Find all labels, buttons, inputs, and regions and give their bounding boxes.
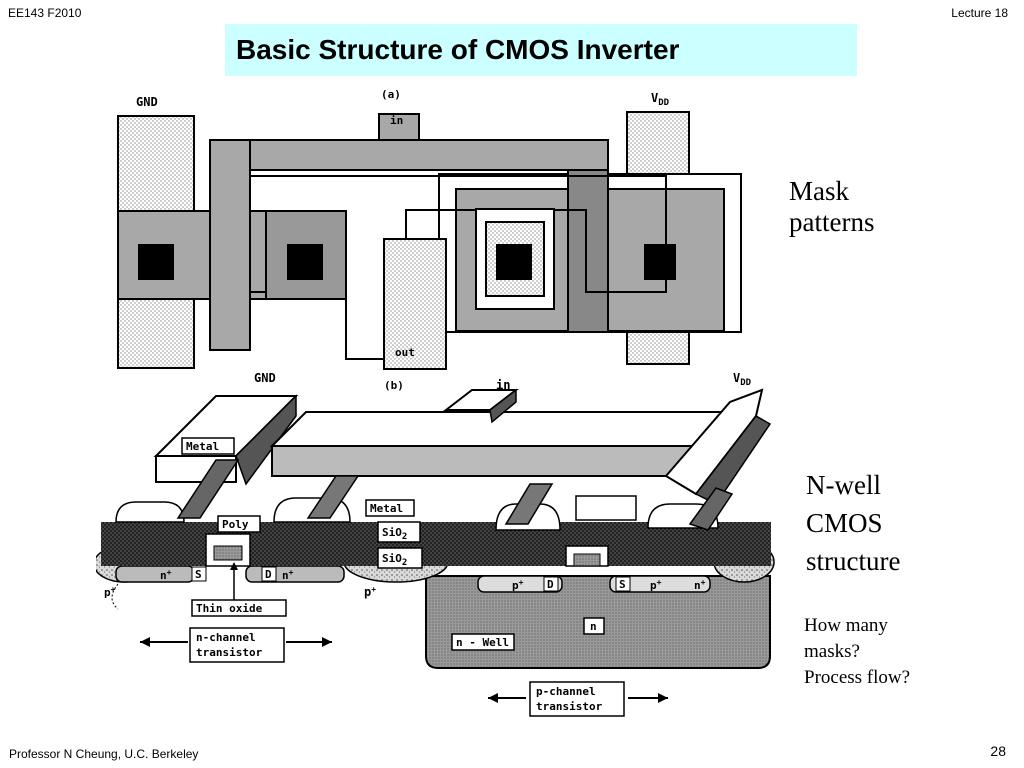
mask-layout: (a) GND VDD in out bbox=[117, 88, 742, 370]
pch-tag bbox=[529, 681, 625, 717]
cross-section: GND (b) in VDD bbox=[96, 371, 775, 717]
source-label: S bbox=[195, 568, 202, 581]
label-a: (a) bbox=[381, 88, 401, 101]
p-drain-via bbox=[504, 483, 554, 525]
sio2-top-label: SiO2 bbox=[382, 526, 407, 542]
gate-contact-pad bbox=[575, 495, 637, 521]
poly-bar bbox=[209, 139, 609, 171]
nch-arrowhead-left bbox=[140, 637, 150, 647]
p-drain-tag bbox=[543, 576, 559, 592]
bottom-vdd-label: VDD bbox=[733, 371, 752, 388]
drain-tag bbox=[261, 566, 277, 582]
pch-line1: p-channel bbox=[536, 685, 596, 698]
metal-out-front bbox=[271, 445, 703, 477]
poly-right bbox=[567, 169, 609, 333]
top-gnd-label: GND bbox=[136, 95, 158, 109]
nwell-line-1: N-well bbox=[806, 470, 881, 500]
nch-line2: transistor bbox=[196, 646, 263, 659]
bottom-gnd-label: GND bbox=[254, 371, 276, 385]
out-metal bbox=[383, 238, 447, 370]
pch-line2: transistor bbox=[536, 700, 603, 713]
nwell-line-3: structure bbox=[806, 546, 901, 576]
poly-tag bbox=[217, 515, 261, 533]
pch-arrowhead-left bbox=[488, 693, 498, 703]
thin-oxide-arrow bbox=[230, 562, 238, 570]
thin-oxide-label: Thin oxide bbox=[196, 602, 263, 615]
p-drain-contact bbox=[496, 244, 532, 280]
p-plus-mid-label: p+ bbox=[364, 585, 376, 599]
top-in-label: in bbox=[390, 114, 403, 127]
n-plus-d-label: n+ bbox=[282, 568, 294, 582]
footer-author: Professor N Cheung, U.C. Berkeley bbox=[9, 747, 199, 761]
top-vdd-label: VDD bbox=[651, 91, 670, 108]
slide-title: Basic Structure of CMOS Inverter bbox=[236, 34, 680, 65]
questions-label: How many masks? Process flow? bbox=[804, 613, 964, 691]
label-b: (b) bbox=[384, 379, 404, 392]
n-region-label: n bbox=[590, 620, 597, 633]
question-line-2: masks? bbox=[804, 641, 860, 662]
vdd-metal-top bbox=[664, 388, 764, 496]
p-plus-d-label: p+ bbox=[512, 578, 524, 592]
cmos-inverter-figure: (a) GND VDD in out GND (b) bbox=[96, 88, 775, 717]
nch-line1: n-channel bbox=[196, 631, 256, 644]
n-plus-s-label: n+ bbox=[160, 568, 172, 582]
n-drain-via bbox=[306, 475, 360, 519]
gnd-via bbox=[176, 459, 240, 519]
nwell-structure-label: N-well CMOS structure bbox=[806, 466, 946, 580]
gnd-contact bbox=[138, 244, 174, 280]
metal-right-label: Metal bbox=[370, 502, 403, 515]
thin-oxide-tag bbox=[191, 599, 287, 617]
question-line-3: Process flow? bbox=[804, 667, 911, 688]
metal-right-tag bbox=[365, 499, 415, 517]
n-region-tag bbox=[583, 617, 605, 635]
p-source-tag bbox=[615, 576, 631, 592]
oxide-hump-1 bbox=[115, 501, 185, 523]
mask-line-1: Mask bbox=[789, 176, 849, 206]
gnd-metal-side bbox=[235, 394, 297, 486]
nwell-tag bbox=[451, 633, 515, 651]
mask-patterns-label: Mask patterns bbox=[789, 176, 919, 238]
nwell-label: n - Well bbox=[456, 636, 509, 649]
question-line-1: How many bbox=[804, 615, 888, 636]
sio2-bottom-label: SiO2 bbox=[382, 552, 407, 568]
metal-left-tag bbox=[181, 437, 235, 455]
vdd-via bbox=[688, 487, 734, 531]
title-banner bbox=[225, 24, 857, 76]
poly-in-side bbox=[489, 388, 517, 424]
n-plus-tap-label: n+ bbox=[694, 578, 706, 592]
bottom-in-label: in bbox=[496, 378, 510, 392]
pch-arrowhead-right bbox=[658, 693, 668, 703]
poly-label: Poly bbox=[222, 518, 249, 531]
course-code: EE143 F2010 bbox=[8, 6, 82, 20]
poly-left bbox=[209, 139, 251, 351]
sio2-bottom-tag bbox=[377, 547, 423, 569]
p-plus-s-label: p+ bbox=[650, 578, 662, 592]
n-plus-drain bbox=[245, 565, 345, 583]
source-tag bbox=[191, 566, 207, 582]
metal-out-top bbox=[269, 411, 739, 447]
p-plus-edge-label: p+ bbox=[104, 585, 116, 599]
nch-arrowhead-right bbox=[322, 637, 332, 647]
n-drain-contact bbox=[287, 244, 323, 280]
p-plus-drain bbox=[477, 575, 563, 593]
n-gate-poly bbox=[213, 545, 243, 561]
drain-label: D bbox=[265, 568, 272, 581]
sio2-top-tag bbox=[377, 521, 421, 543]
top-out-label: out bbox=[395, 346, 415, 359]
p-plus-source bbox=[609, 575, 711, 593]
vdd-contact bbox=[644, 244, 676, 280]
p-drain-label: D bbox=[547, 578, 554, 591]
nch-tag bbox=[189, 627, 285, 663]
p-gate-poly bbox=[573, 553, 601, 567]
page-number: 28 bbox=[990, 743, 1006, 759]
metal-left-label: Metal bbox=[186, 440, 219, 453]
n-plus-source bbox=[115, 565, 195, 583]
mask-line-2: patterns bbox=[789, 207, 875, 237]
lecture-number: Lecture 18 bbox=[951, 6, 1008, 20]
p-source-label: S bbox=[619, 578, 626, 591]
nwell-line-2: CMOS bbox=[806, 508, 883, 538]
